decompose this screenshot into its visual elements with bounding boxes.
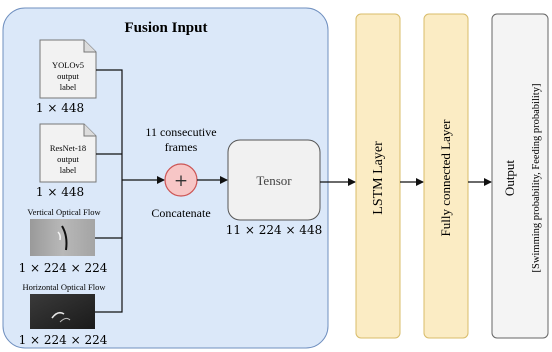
frames-label-line1: 11 consecutive xyxy=(145,125,216,139)
fc-layer-box xyxy=(423,13,469,339)
resnet-doc-line1: ResNet-18 xyxy=(50,143,86,153)
vertical-flow-image xyxy=(30,219,95,256)
tensor-label: Tensor xyxy=(256,173,292,188)
output-detail: [Swimming probability, Feeding probabili… xyxy=(531,84,542,273)
fc-layer-label: Fully connected Layer xyxy=(438,119,453,237)
yolo-doc-line1: YOLOv5 xyxy=(52,60,84,70)
concatenate-label: Concatenate xyxy=(151,206,210,220)
resnet-doc-line3: label xyxy=(60,165,77,175)
tensor-dim-label: 11 × 224 × 448 xyxy=(226,223,322,237)
yolo-doc-line2: output xyxy=(57,71,79,81)
yolo-output-doc: YOLOv5 output label xyxy=(39,39,97,99)
horizontal-flow-label: Horizontal Optical Flow xyxy=(22,282,106,292)
frames-label-line2: frames xyxy=(165,140,198,154)
yolo-doc-line3: label xyxy=(60,82,77,92)
yolo-dim-label: 1 × 448 xyxy=(36,101,84,115)
resnet-output-doc: ResNet-18 output label xyxy=(39,123,97,183)
horizontal-flow-image xyxy=(30,294,95,329)
vertical-flow-label: Vertical Optical Flow xyxy=(27,207,101,217)
lstm-layer-label: LSTM Layer xyxy=(371,141,386,215)
horizontal-flow-dim-label: 1 × 224 × 224 xyxy=(19,333,108,347)
concatenate-symbol: + xyxy=(174,171,188,191)
vertical-flow-dim-label: 1 × 224 × 224 xyxy=(19,261,108,275)
output-box xyxy=(491,13,549,339)
resnet-dim-label: 1 × 448 xyxy=(36,185,84,199)
lstm-layer-box xyxy=(355,13,401,339)
tensor-box xyxy=(227,139,321,221)
input-connectors xyxy=(95,69,123,313)
output-title: Output xyxy=(502,160,517,197)
fusion-input-title: Fusion Input xyxy=(125,20,208,36)
resnet-doc-line2: output xyxy=(57,154,79,164)
